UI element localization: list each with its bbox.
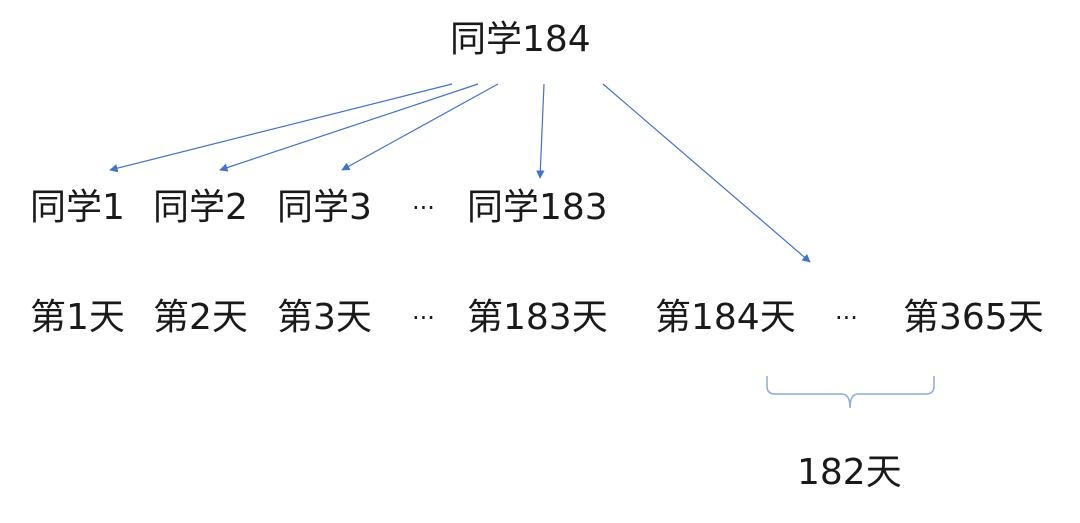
day-3-label: 第3天 xyxy=(277,297,372,338)
root-student-label: 同学184 xyxy=(450,19,591,60)
day-range-brace xyxy=(766,376,935,409)
brace-label: 182天 xyxy=(797,452,902,493)
day-ellipsis-2: ··· xyxy=(835,304,858,332)
day-365-label: 第365天 xyxy=(903,297,1044,338)
arrow-to-day-184 xyxy=(602,83,811,263)
day-ellipsis-1: ··· xyxy=(412,304,435,332)
student-2-label: 同学2 xyxy=(153,187,248,228)
arrow-to-student-1 xyxy=(109,83,453,173)
student-ellipsis: ··· xyxy=(412,194,435,222)
day-1-label: 第1天 xyxy=(30,297,125,338)
student-3-label: 同学3 xyxy=(277,187,372,228)
student-183-label: 同学183 xyxy=(467,187,608,228)
student-1-label: 同学1 xyxy=(30,187,125,228)
day-184-label: 第184天 xyxy=(655,297,796,338)
arrow-to-student-183 xyxy=(536,83,545,179)
arrow-to-student-2 xyxy=(219,83,479,172)
day-2-label: 第2天 xyxy=(153,297,248,338)
arrow-to-student-3 xyxy=(341,83,499,171)
day-183-label: 第183天 xyxy=(467,297,608,338)
